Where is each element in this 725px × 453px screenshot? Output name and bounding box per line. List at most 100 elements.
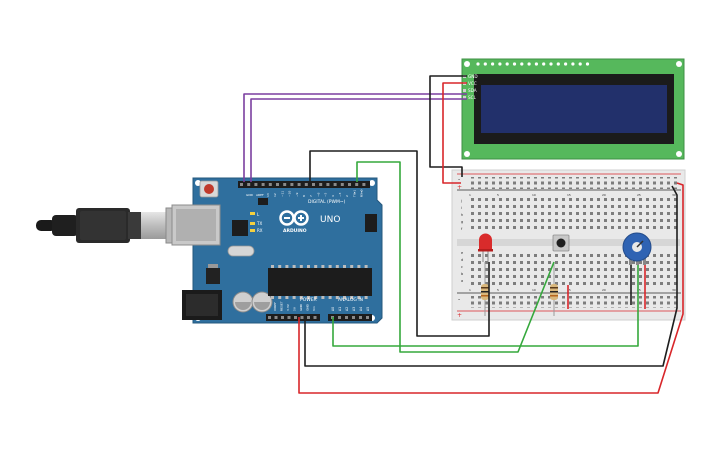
row-letter: g [461, 220, 463, 224]
crystal [227, 245, 255, 257]
bottom-rail-minus: - [458, 296, 460, 303]
digital-pin-label: ~11 [280, 191, 284, 197]
lcd-pin-label: GND [468, 74, 478, 79]
arduino-brand: ARDUINO [283, 228, 307, 234]
analog-pin-label: A5 [366, 307, 370, 311]
wire-scl [250, 98, 467, 182]
usb-cable-icon [36, 207, 195, 244]
row-letter: h [461, 213, 463, 217]
digital-pin-label: RX◂0 [360, 189, 364, 197]
arduino-logo-icon [279, 210, 309, 226]
voltage-regulator [206, 268, 220, 284]
row-letter: i [461, 206, 462, 210]
row-letter: e [461, 251, 463, 255]
resistor-icon [481, 262, 489, 316]
lcd-i2c-module: GND VCC SDA SCL [461, 58, 685, 160]
digital-pin-label: ~6 [316, 192, 320, 197]
rx-label: RX [257, 228, 263, 233]
column-number: 5 [497, 288, 499, 292]
wire-gnd [304, 185, 678, 367]
digital-pin-label: 8 [302, 195, 306, 197]
digital-pin-label: TX▸1 [352, 190, 356, 198]
digital-pin-label: 7 [309, 195, 313, 197]
digital-pin-label: ~9 [295, 192, 299, 197]
power-label: POWER [300, 297, 317, 303]
row-letter: j [460, 199, 462, 203]
analog-header [328, 314, 372, 321]
digital-pin-label: ~5 [324, 192, 328, 197]
atmega-chip [268, 268, 372, 296]
column-number: 15 [567, 288, 571, 292]
power-pin-label: RESET [280, 301, 284, 311]
top-rail-minus: - [458, 176, 460, 183]
wire-button-signal [356, 161, 555, 353]
column-number: 5 [497, 193, 499, 197]
power-pin-label: 3.3V [286, 303, 290, 311]
bottom-rail-plus: + [457, 312, 462, 319]
analog-pin-label: A4 [359, 307, 363, 311]
wire-sda [243, 93, 467, 182]
wire-pot-signal [332, 265, 639, 347]
digital-header-label: DIGITAL (PWM~) [308, 199, 346, 205]
power-pin-label: IOREF [273, 302, 277, 311]
dc-jack-icon [182, 290, 222, 320]
lcd-pin-label: SDA [468, 88, 477, 93]
pushbutton-icon [552, 234, 570, 252]
power-header [266, 314, 320, 321]
wire-led-signal [309, 150, 490, 337]
lcd-pin-label: SCL [468, 95, 477, 100]
column-number: 20 [602, 193, 606, 197]
top-rail-plus: + [457, 184, 462, 191]
digital-pin-label: 12 [273, 193, 277, 197]
digital-pin-label: 4 [331, 195, 335, 197]
tx-label: TX [256, 221, 262, 226]
l-led-label: L [257, 212, 260, 217]
analog-pin-label: A1 [338, 307, 342, 311]
gnd-pin-label: GND [246, 193, 254, 197]
row-letter: f [461, 227, 463, 231]
column-number: 25 [637, 193, 641, 197]
wires [243, 75, 684, 394]
reset-button-icon [199, 180, 219, 198]
power-pin-label: GND [299, 303, 303, 311]
digital-header [238, 181, 370, 188]
analog-in-label: ANALOG IN [338, 297, 363, 303]
wire-lcd-vcc [442, 82, 467, 184]
wire-lcd-gnd [429, 75, 467, 177]
column-number: 30 [672, 193, 676, 197]
aref-label: AREF [256, 193, 264, 197]
potentiometer-icon [622, 232, 652, 265]
column-number: 15 [567, 193, 571, 197]
icsp-header [365, 214, 377, 232]
lcd-screen [481, 85, 667, 133]
power-pin-label: 5V [293, 306, 297, 311]
analog-pin-label: A3 [352, 307, 356, 311]
wire-5v [298, 182, 684, 394]
analog-pin-label: A0 [331, 307, 335, 311]
column-number: 1 [469, 193, 471, 197]
usb-chip [232, 220, 248, 236]
row-letter: d [461, 258, 463, 262]
column-number: 30 [672, 288, 676, 292]
digital-pin-label: 2 [345, 195, 349, 197]
digital-pin-label: ~3 [338, 192, 342, 197]
row-letter: b [461, 272, 464, 276]
column-number: 10 [532, 288, 536, 292]
row-letter: c [461, 265, 463, 269]
column-number: 1 [469, 288, 471, 292]
row-letter: a [461, 279, 463, 283]
resistor-icon [550, 262, 558, 316]
column-number: 10 [532, 193, 536, 197]
lcd-pin-label: VCC [468, 81, 477, 86]
column-number: 25 [637, 288, 641, 292]
digital-pin-label: 13 [266, 193, 270, 197]
board-model: UNO [320, 215, 340, 225]
led-icon [478, 233, 493, 262]
power-pin-label: Vin [312, 306, 316, 311]
power-pin-label: GND [306, 303, 310, 311]
column-number: 20 [602, 288, 606, 292]
digital-pin-label: ~10 [288, 191, 292, 197]
analog-pin-label: A2 [345, 307, 349, 311]
